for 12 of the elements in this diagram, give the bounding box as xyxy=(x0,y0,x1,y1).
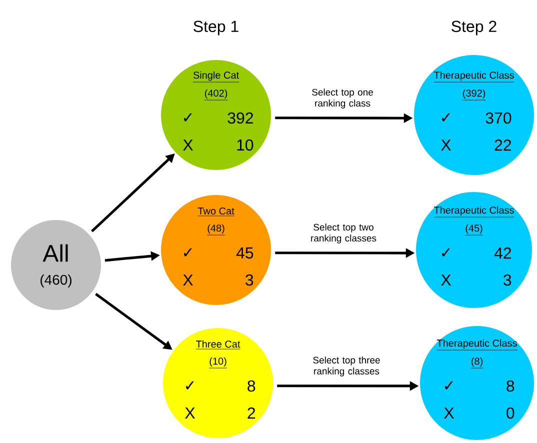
circle-node: All (460) xyxy=(11,220,101,310)
circle-node: Single Cat (402) ✓ 392 X 10 xyxy=(161,60,271,170)
edge-label: Select top one ranking class xyxy=(312,88,373,108)
circle-node: Two Cat (48) ✓ 45 X 3 xyxy=(161,194,271,305)
circle-node: Therapeutic Class (8) ✓ 8 X 0 xyxy=(420,326,534,440)
step-heading: Step 2 xyxy=(452,20,496,36)
step-heading: Step 1 xyxy=(194,20,238,36)
circle-node: Three Cat (10) ✓ 8 X 2 xyxy=(163,328,273,438)
circle-node: Therapeutic Class (45) ✓ 42 X 3 xyxy=(416,192,532,308)
edge-label: Select top two ranking classes xyxy=(311,224,376,244)
edge-label: Select top three ranking classes xyxy=(313,356,380,376)
circle-node: Therapeutic Class (392) ✓ 370 X 22 xyxy=(414,55,534,175)
